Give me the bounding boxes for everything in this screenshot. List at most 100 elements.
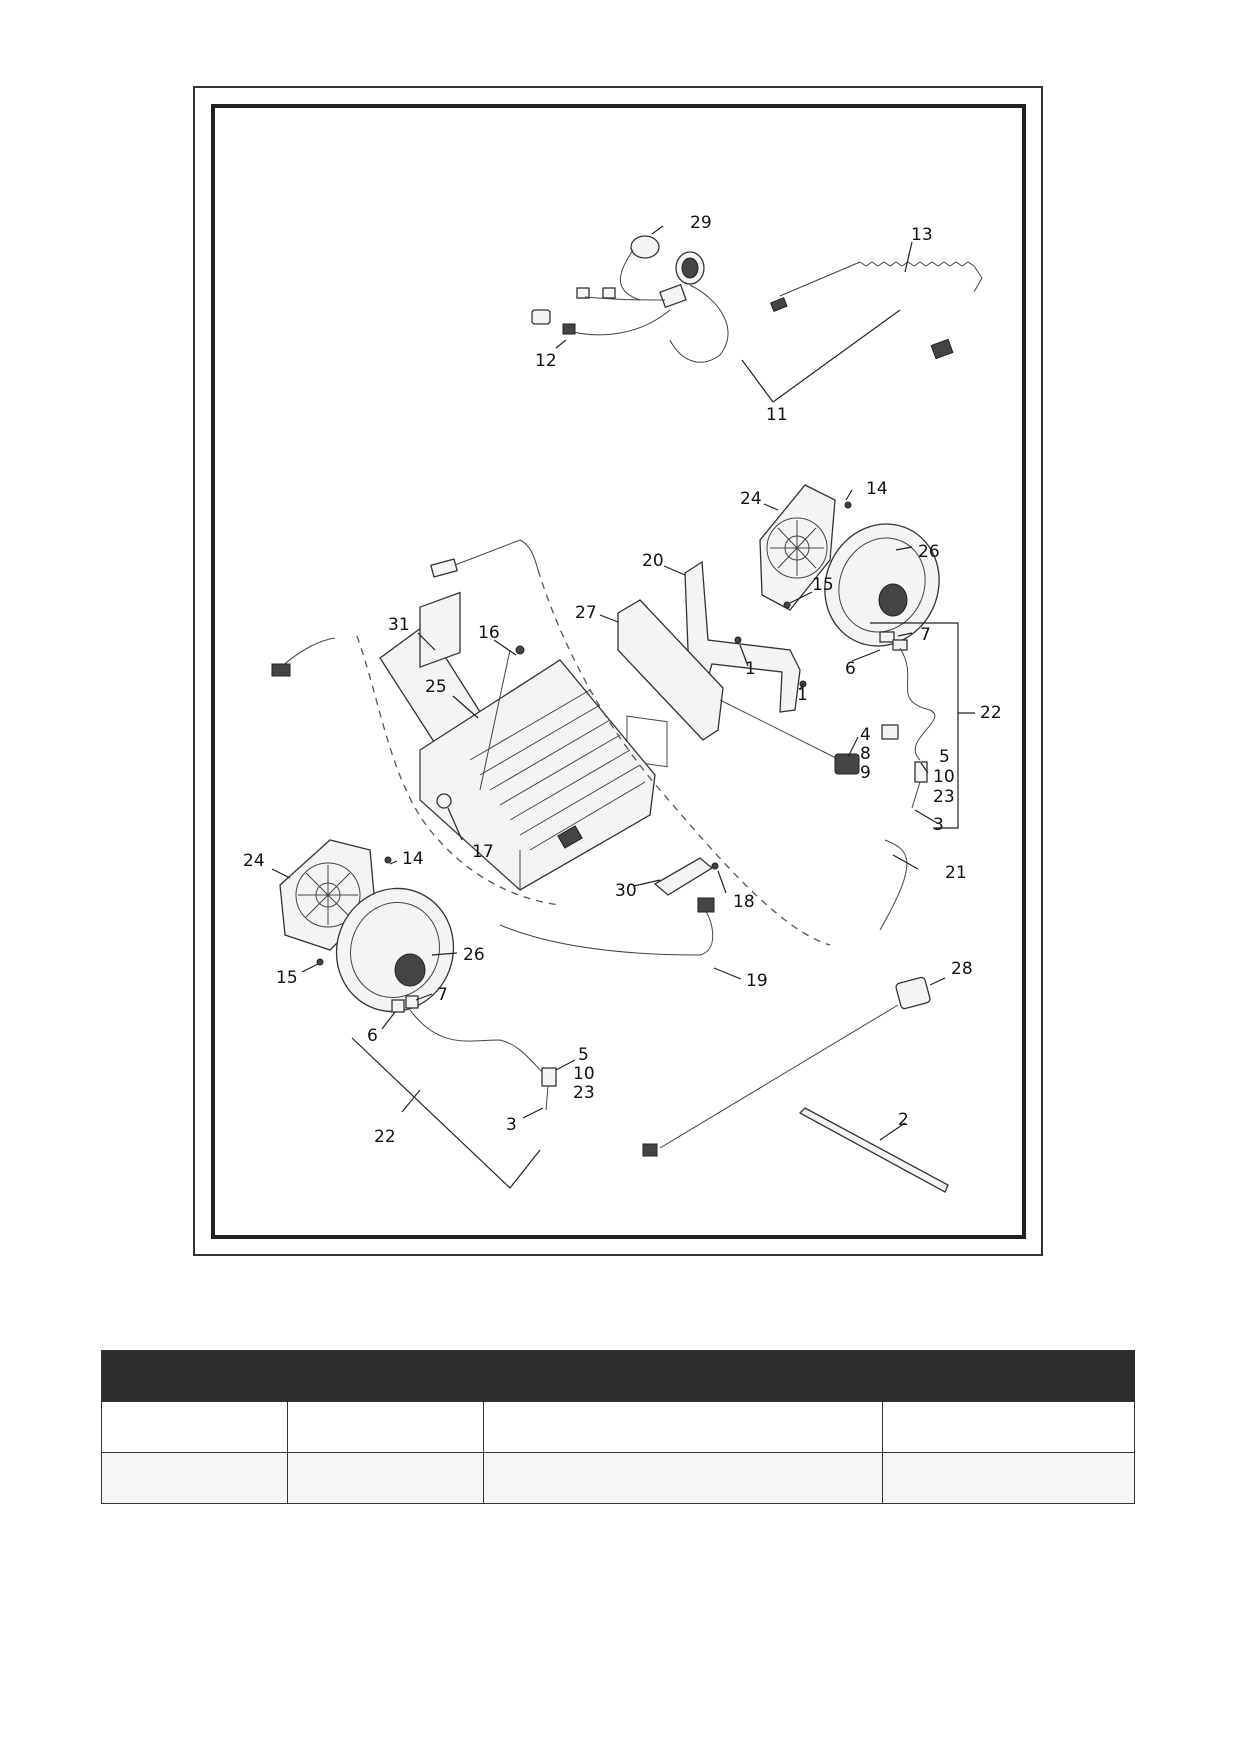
part-19-harness — [499, 911, 714, 956]
label-30: 30 — [615, 881, 637, 901]
cable-end-top — [430, 558, 458, 578]
part-12-plug — [531, 309, 551, 325]
label-24-left: 24 — [243, 851, 265, 871]
label-8: 8 — [860, 744, 871, 764]
table-cell — [286, 1401, 484, 1453]
label-6-left: 6 — [367, 1026, 378, 1046]
part-28-antenna — [895, 976, 931, 1010]
wire-12 — [564, 309, 671, 336]
label-7-right: 7 — [920, 625, 931, 645]
part-6-terminal-left — [391, 999, 405, 1013]
wire-22-left — [409, 1009, 546, 1076]
label-5-right: 5 — [939, 747, 950, 767]
label-17: 17 — [472, 842, 494, 862]
label-26-right: 26 — [918, 542, 940, 562]
label-28: 28 — [951, 959, 973, 979]
table-cell — [882, 1452, 1135, 1504]
label-23-left: 23 — [573, 1083, 595, 1103]
part-7-terminal-left — [405, 995, 419, 1009]
table-cell — [101, 1452, 288, 1504]
cable-4-8-9 — [719, 699, 841, 761]
diagram-inner-frame — [211, 104, 1026, 1239]
wire-clip — [584, 296, 666, 301]
part-30-plate — [653, 857, 714, 896]
connector-5-right — [881, 724, 899, 740]
label-22-left: 22 — [374, 1127, 396, 1147]
table-cell — [482, 1452, 884, 1504]
part-5-plug-left — [541, 1067, 557, 1087]
part-7-terminal-right — [879, 631, 895, 643]
part-13-connector — [930, 338, 954, 360]
antenna-cable-assembly — [531, 225, 983, 403]
label-12: 12 — [535, 351, 557, 371]
parts-table-header-row — [101, 1350, 1135, 1402]
label-10-left: 10 — [573, 1064, 595, 1084]
label-25: 25 — [425, 677, 447, 697]
parts-table-header-1 — [101, 1350, 288, 1402]
label-7-left: 7 — [437, 985, 448, 1005]
wire-13a — [779, 261, 861, 297]
amp-connector — [557, 825, 583, 849]
part-21-cable-route — [537, 569, 831, 946]
wire-3-right — [911, 781, 921, 809]
part-29-cap-inner — [681, 257, 699, 279]
wire-29a — [619, 249, 641, 301]
label-23-right: 23 — [933, 787, 955, 807]
label-1a: 1 — [745, 659, 756, 679]
part-26-speaker-left — [335, 887, 455, 1013]
part-29-cap-left — [630, 235, 660, 259]
label-20: 20 — [642, 551, 664, 571]
part-11-junction — [659, 283, 687, 309]
label-14-left: 14 — [402, 849, 424, 869]
table-cell — [882, 1401, 1135, 1453]
table-cell — [482, 1401, 884, 1453]
label-10-right: 10 — [933, 767, 955, 787]
right-speaker-assembly — [759, 484, 975, 829]
label-3-right: 3 — [933, 815, 944, 835]
label-29: 29 — [690, 213, 712, 233]
part-4-connector — [834, 753, 860, 775]
table-row — [101, 1401, 1135, 1453]
part-28-cable — [659, 1004, 899, 1149]
cable-left-route — [356, 635, 561, 906]
label-9: 9 — [860, 763, 871, 783]
parts-table-header-3 — [482, 1350, 884, 1402]
label-2: 2 — [898, 1110, 909, 1130]
label-21: 21 — [945, 863, 967, 883]
part-12-connector — [562, 323, 576, 335]
speaker-magnet-left — [394, 953, 426, 987]
part-28-connector — [642, 1143, 658, 1157]
label-31: 31 — [388, 615, 410, 635]
part-16-stud — [479, 649, 511, 791]
part-26-speaker-right — [824, 523, 940, 647]
label-13: 13 — [911, 225, 933, 245]
connector-19 — [697, 897, 715, 913]
label-18: 18 — [733, 892, 755, 912]
label-27: 27 — [575, 603, 597, 623]
cable-21-assembly — [271, 539, 919, 946]
label-11: 11 — [766, 405, 788, 425]
clip-b — [602, 287, 616, 299]
part-2-strap — [798, 1107, 949, 1193]
label-1b: 1 — [797, 685, 808, 705]
part-17-nut — [436, 793, 452, 809]
part-6-terminal-right — [892, 639, 908, 651]
label-26-left: 26 — [463, 945, 485, 965]
part-5-plug-right — [914, 761, 928, 783]
parts-table-header-2 — [286, 1350, 484, 1402]
exploded-parts-diagram: 29 13 12 11 24 14 26 20 27 15 7 6 1 1 22… — [243, 213, 1002, 1193]
part-labels: 29 13 12 11 24 14 26 20 27 15 7 6 1 1 22… — [243, 213, 1002, 1147]
left-speaker-assembly — [271, 839, 576, 1189]
part-13-end-plug — [769, 297, 788, 312]
part-13-coil-cord — [859, 261, 983, 293]
part-27-module — [617, 599, 724, 741]
table-cell — [286, 1452, 484, 1504]
wire-29b — [669, 284, 729, 363]
label-14-right: 14 — [866, 479, 888, 499]
parts-table-header-4 — [882, 1350, 1135, 1402]
label-24-right: 24 — [740, 489, 762, 509]
main-amplifier-assembly — [379, 591, 742, 980]
parts-table — [101, 1350, 1135, 1504]
clip-a — [576, 287, 590, 299]
label-15-right: 15 — [812, 575, 834, 595]
